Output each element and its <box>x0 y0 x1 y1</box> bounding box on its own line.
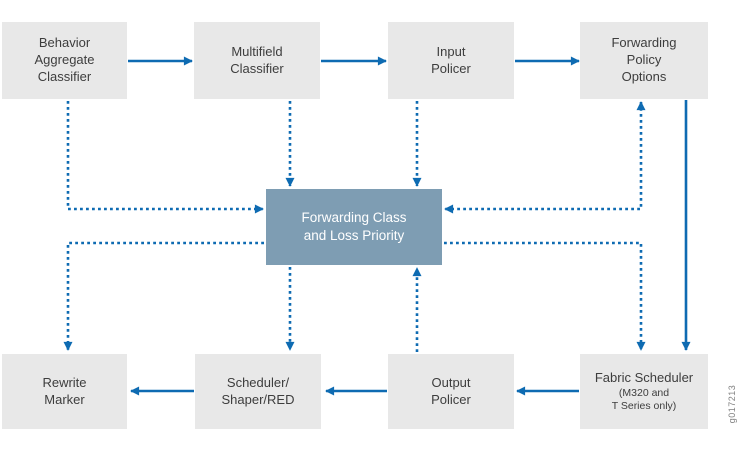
node-label: Behavior Aggregate Classifier <box>34 35 95 84</box>
node-label: Forwarding Class and Loss Priority <box>301 210 407 243</box>
node-behavior-aggregate-classifier: Behavior Aggregate Classifier <box>2 22 127 99</box>
figure-id-watermark: g017213 <box>727 384 737 424</box>
node-label: Scheduler/ Shaper/RED <box>221 374 295 407</box>
node-fabric-scheduler: Fabric Scheduler (M320 and T Series only… <box>580 354 708 429</box>
node-label: Forwarding Policy Options <box>611 35 677 84</box>
node-label: Rewrite Marker <box>42 374 87 407</box>
node-input-policer: Input Policer <box>388 22 514 99</box>
node-rewrite-marker: Rewrite Marker <box>2 354 127 429</box>
node-multifield-classifier: Multifield Classifier <box>194 22 320 99</box>
edge-forwarding-class-forwarding-policy-bidirectional <box>444 101 646 214</box>
edge-ba-classifier-to-forwarding-class <box>66 101 264 214</box>
node-sublabel: (M320 and T Series only) <box>611 386 677 412</box>
edge-forwarding-class-to-fabric-scheduler <box>444 241 646 351</box>
node-scheduler-shaper-red: Scheduler/ Shaper/RED <box>195 354 321 429</box>
node-label: Multifield Classifier <box>230 43 284 76</box>
node-label: Output Policer <box>431 374 471 407</box>
node-forwarding-class-loss-priority: Forwarding Class and Loss Priority <box>266 189 442 265</box>
node-label: Input Policer <box>431 43 471 76</box>
node-output-policer: Output Policer <box>388 354 514 429</box>
node-forwarding-policy-options: Forwarding Policy Options <box>580 22 708 99</box>
node-label: Fabric Scheduler <box>594 369 694 385</box>
edge-forwarding-class-to-rewrite-marker <box>63 241 264 351</box>
